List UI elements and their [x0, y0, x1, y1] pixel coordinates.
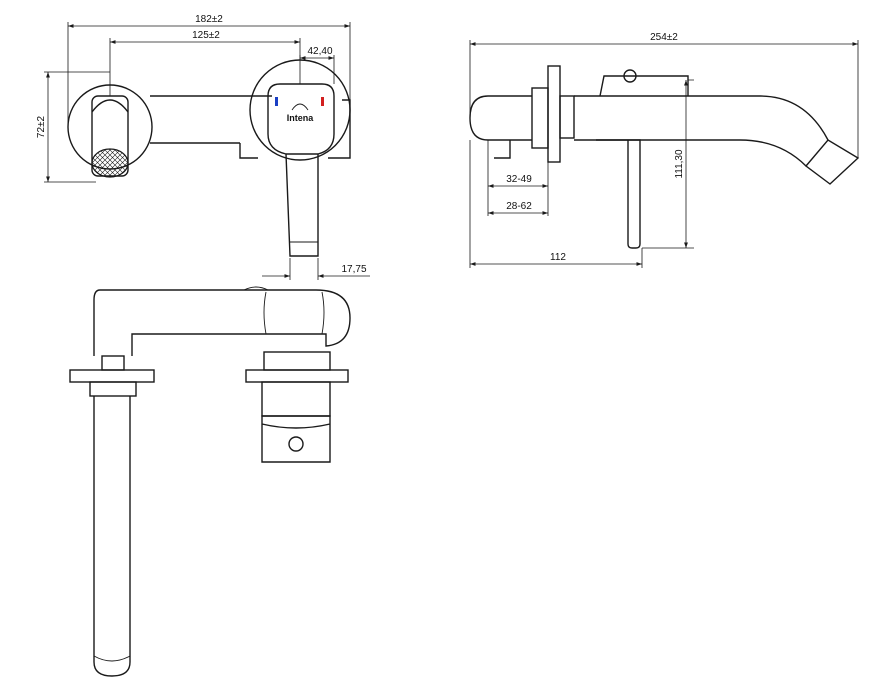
top-view — [69, 286, 351, 677]
side-rear-step — [494, 140, 511, 159]
side-handle-top — [599, 75, 689, 97]
top-mixer-collar — [263, 351, 331, 371]
dim-front-lever-width: 17,75 — [341, 264, 366, 275]
side-spout-tip — [804, 139, 860, 185]
dim-side-base-length: 112 — [550, 252, 566, 263]
top-body-joints — [243, 286, 325, 335]
logo-arc-icon — [291, 103, 309, 111]
mixer-lever — [285, 153, 319, 257]
dim-front-width-centers: 125±2 — [192, 30, 220, 41]
top-mixer-handle-hole — [288, 436, 304, 452]
top-mixer-handle — [261, 415, 331, 463]
dim-front-height: 72±2 — [36, 115, 47, 138]
logo-text: Intena — [287, 113, 314, 123]
top-spout-tip-line — [93, 655, 131, 662]
dim-side-adjust-b: 28-62 — [506, 201, 532, 212]
cold-mark — [275, 97, 278, 106]
top-spout-plate — [69, 369, 155, 383]
dim-front-handle-width: 42,40 — [307, 46, 332, 57]
top-mixer-body — [261, 381, 331, 417]
hot-mark — [321, 97, 324, 106]
aerator — [91, 148, 129, 178]
dim-front-width-total: 182±2 — [195, 14, 223, 25]
side-view: 254±2 32-49 28-62 111,30 112 — [469, 32, 860, 268]
dim-side-height: 111,30 — [674, 149, 685, 179]
front-view: Intena 182±2 125±2 42,40 72±2 17,75 — [36, 14, 370, 280]
dim-side-adjust-a: 32-49 — [506, 174, 532, 185]
side-lever — [596, 139, 641, 249]
mixer-back-box — [239, 99, 351, 159]
top-spout-nut — [89, 381, 137, 397]
side-wall-plate-inner — [531, 87, 549, 149]
side-spout-body — [574, 95, 829, 167]
top-spout-tube — [93, 396, 131, 677]
side-wall-plate-outer — [547, 65, 561, 163]
top-spout-collar — [101, 355, 125, 371]
top-connecting-body — [93, 289, 351, 356]
side-rear-body — [469, 95, 532, 141]
top-mixer-plate — [245, 369, 349, 383]
mixer-handle-body — [267, 83, 335, 155]
spout-outlet-top — [91, 99, 129, 113]
dim-side-length-total: 254±2 — [650, 32, 678, 43]
side-nut — [559, 95, 575, 139]
side-handle-knob — [623, 69, 637, 83]
body-bar — [150, 95, 272, 144]
